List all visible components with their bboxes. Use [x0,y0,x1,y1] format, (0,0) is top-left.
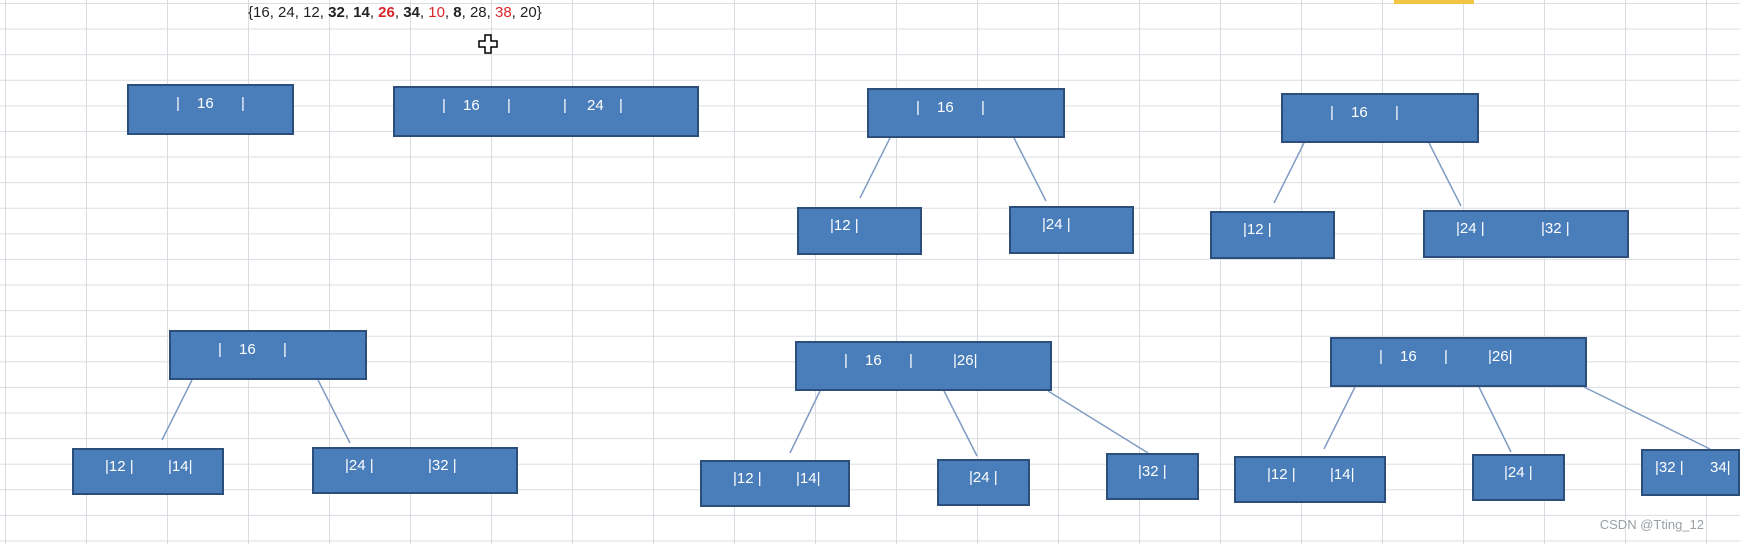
sequence-item: 34 [403,4,420,21]
btree-node-leaf: |32 | [1106,453,1199,500]
leaf-label: |14| [1330,466,1355,483]
key-separator: | [1395,104,1399,121]
key-separator: | [916,99,920,116]
key-value: |26| [953,352,978,369]
btree-node-leaf: |12 | |14| [700,460,850,507]
leaf-label: |32 | [428,457,457,474]
leaf-label: |14| [168,458,193,475]
leaf-label: |24 | [1042,216,1071,233]
key-value: 16 [463,97,480,114]
edge [1013,137,1047,202]
key-value: 16 [1351,104,1368,121]
btree-node-root: | 16 | |26| [1330,337,1587,387]
edge [317,379,351,444]
leaf-label: |14| [796,470,821,487]
leaf-label: 34| [1710,459,1731,476]
btree-node-root: | 16 | |26| [795,341,1052,391]
key-separator: | [981,99,985,116]
btree-node-leaf: |32 | 34| [1641,449,1740,496]
key-separator: | [1379,348,1383,365]
leaf-label: |12 | [1267,466,1296,483]
leaf-label: |12 | [105,458,134,475]
key-separator: | [844,352,848,369]
leaf-label: |32 | [1541,220,1570,237]
edge [1273,142,1305,204]
sequence-close-brace: } [536,4,542,21]
leaf-label: |12 | [830,217,859,234]
key-separator: | [241,95,245,112]
selected-cell-highlight [1394,0,1474,4]
leaf-label: |24 | [969,469,998,486]
csdn-watermark: CSDN @Tting_12 [1599,517,1704,532]
sequence-item: 24 [278,4,295,21]
leaf-label: |12 | [733,470,762,487]
edge [789,390,821,454]
leaf-label: |24 | [1456,220,1485,237]
btree-node-leaf: |24 | [1009,206,1134,254]
btree-node-leaf: |24 | [1472,454,1565,501]
key-separator: | [283,341,287,358]
key-separator: | [1444,348,1448,365]
key-separator: | [442,97,446,114]
btree-node-leaf: |24 | |32 | [1423,210,1629,258]
sequence-item: 20 [520,4,537,21]
key-separator: | [218,341,222,358]
sequence-item: 38 [494,4,512,21]
key-separator: | [1330,104,1334,121]
leaf-label: |32 | [1138,463,1167,480]
sequence-item: 26 [378,4,395,21]
edge [1583,386,1711,450]
btree-node-leaf: |12 | |14| [1234,456,1386,503]
btree-node-root: | 16 | [867,88,1065,138]
leaf-label: |32 | [1655,459,1684,476]
btree-node-root: | 16 | [127,84,294,135]
btree-node-root: | 16 | | 24 | [393,86,699,137]
edge [943,390,978,457]
sequence-item: 8 [453,4,462,21]
key-separator: | [176,95,180,112]
btree-node-leaf: |12 | [797,207,922,255]
edge [1428,142,1462,207]
edge [859,137,891,199]
key-value: 16 [239,341,256,358]
insertion-sequence: {16, 24, 12, 32, 14, 26, 34, 10, 8, 28, … [248,4,542,21]
sequence-item: 14 [353,4,370,21]
key-value: 24 [587,97,604,114]
edge [1047,390,1149,454]
key-value: 16 [865,352,882,369]
btree-node-leaf: |12 | |14| [72,448,224,495]
key-separator: | [563,97,567,114]
sequence-item: 16 [253,4,270,21]
leaf-label: |24 | [1504,464,1533,481]
key-value: 16 [1400,348,1417,365]
edge [1323,386,1356,450]
sequence-item: 10 [428,4,445,21]
sequence-open-brace: { [248,4,254,21]
edge [161,379,193,441]
leaf-label: |12 | [1243,221,1272,238]
edge [1478,386,1512,453]
key-separator: | [507,97,511,114]
btree-node-leaf: |24 | |32 | [312,447,518,494]
btree-node-leaf: |12 | [1210,211,1335,259]
btree-node-root: | 16 | [169,330,367,380]
sequence-item: 28 [469,4,487,21]
key-value: |26| [1488,348,1513,365]
key-value: 16 [197,95,214,112]
key-value: 16 [937,99,954,116]
sequence-item: 12 [303,4,320,21]
sequence-item: 32 [328,4,345,21]
btree-node-leaf: |24 | [937,459,1030,506]
btree-node-root: | 16 | [1281,93,1479,143]
leaf-label: |24 | [345,457,374,474]
key-separator: | [909,352,913,369]
key-separator: | [619,97,623,114]
move-cursor-icon [478,34,498,54]
